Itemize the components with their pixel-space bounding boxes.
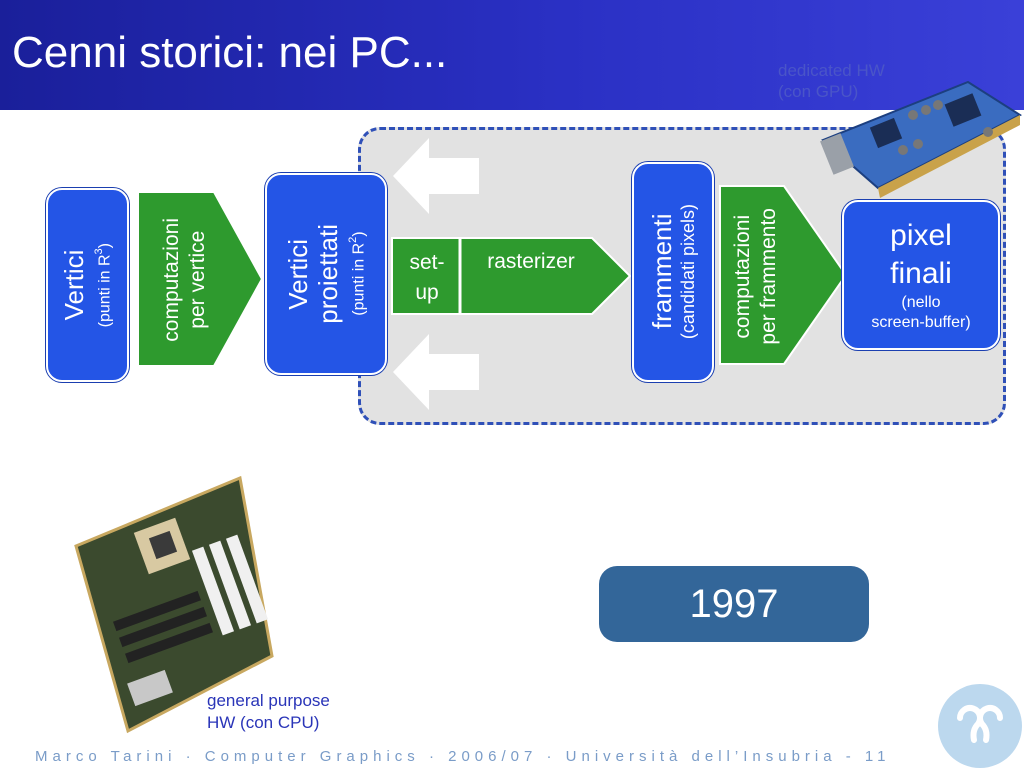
comp-frammento-line1: computazioni <box>731 214 754 338</box>
cpu-label-line2: HW (con CPU) <box>207 713 320 732</box>
gpu-label-line2: (con GPU) <box>778 82 859 101</box>
comp-vertice-line1: computazioni <box>160 218 183 342</box>
comp-vertice-line2: per vertice <box>186 230 209 330</box>
frammenti-title: frammenti <box>647 214 677 330</box>
footer-text: Marco Tarini · Computer Graphics · 2006/… <box>35 748 891 765</box>
gpu-label: dedicated HW (con GPU) <box>778 60 885 102</box>
rasterizer-label: rasterizer <box>487 250 575 273</box>
setup-line2: up <box>415 281 439 304</box>
vertici-node: Vertici (punti in R3) <box>46 188 129 382</box>
gpu-label-line1: dedicated HW <box>778 61 885 80</box>
vertici-proiettati-line1: Vertici <box>282 238 313 310</box>
cpu-label-line1: general purpose <box>207 691 330 710</box>
cpu-label: general purpose HW (con CPU) <box>207 690 330 734</box>
white-left-arrow-bottom <box>393 334 479 410</box>
comp-vertice-label: computazioni per vertice <box>150 200 220 360</box>
pixel-finali-node: pixel finali (nello screen-buffer) <box>842 200 1000 350</box>
pixel-finali-sub2: screen-buffer) <box>871 314 971 331</box>
vertici-proiettati-subtitle: (punti in R2) <box>346 231 368 317</box>
frammenti-subtitle: (candidati pixels) <box>678 204 698 340</box>
comp-vertice-arrow <box>137 191 264 367</box>
vertici-title: Vertici <box>59 249 90 321</box>
university-logo <box>938 684 1022 768</box>
slide-title: Cenni storici: nei PC... <box>12 28 448 77</box>
comp-frammento-label: computazioni per frammento <box>724 192 788 360</box>
gpu-card-image <box>820 80 1023 198</box>
year-box: 1997 <box>599 566 869 642</box>
vertici-proiettati-line2: proiettati <box>312 224 343 324</box>
setup-line1: set- <box>409 251 445 274</box>
setup-label: set- up <box>396 248 458 308</box>
pixel-finali-line2: finali <box>890 257 952 290</box>
comp-frammento-line2: per frammento <box>757 207 780 345</box>
pixel-finali-line1: pixel <box>890 219 952 252</box>
motherboard-image <box>74 476 274 734</box>
comp-frammento-arrow <box>719 185 848 365</box>
pixel-finali-sub1: (nello <box>901 294 941 311</box>
vertici-subtitle: (punti in R3) <box>93 242 114 328</box>
rasterizer-arrow <box>391 237 632 315</box>
title-bar <box>0 0 1024 110</box>
white-left-arrow-top <box>393 138 479 214</box>
frammenti-node: frammenti (candidati pixels) <box>632 162 714 382</box>
vertici-proiettati-node: Vertici proiettati (punti in R2) <box>265 173 387 375</box>
